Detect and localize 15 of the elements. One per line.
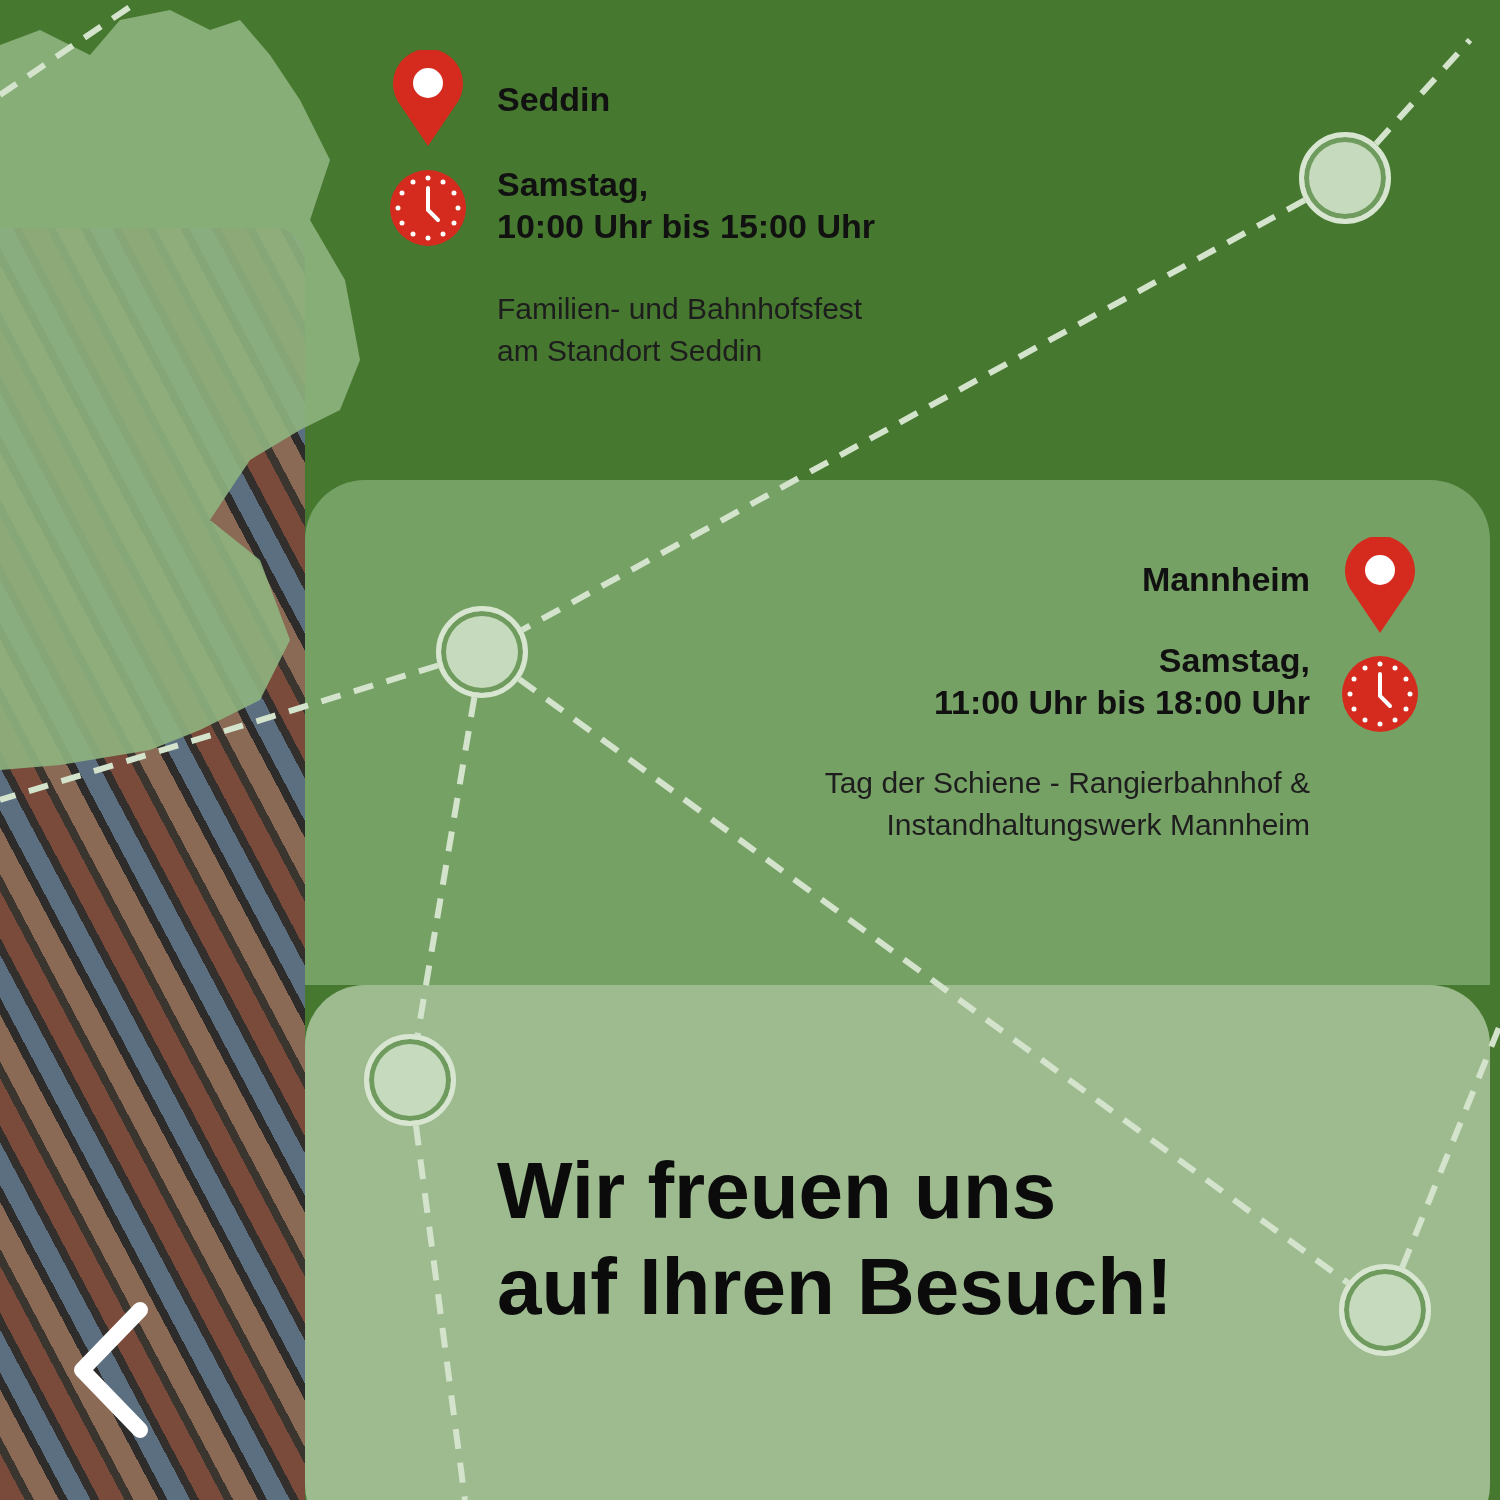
info-panel — [305, 985, 1490, 1500]
event-time: Samstag, 10:00 Uhr bis 15:00 Uhr — [497, 163, 875, 247]
event-time: Samstag, 11:00 Uhr bis 18:00 Uhr — [933, 639, 1310, 723]
event-description: Tag der Schiene - Rangierbahnhof & Instandhaltungswerk Mannheim — [823, 764, 1310, 843]
dashed-route-line — [0, 662, 439, 803]
info-panel — [305, 480, 1490, 985]
dashed-route-line — [517, 676, 1350, 1286]
dashed-route-line — [520, 197, 1307, 633]
location-heading: Mannheim — [1141, 559, 1310, 600]
location-heading: Seddin — [497, 79, 611, 120]
dashed-route-line — [413, 1125, 468, 1500]
event-description: Familien- und Bahnhofsfest am Standort Seddin — [497, 290, 864, 369]
closing-headline: Wir freuen uns auf Ihren Besuch! — [497, 1145, 1174, 1333]
dashed-route-line — [1373, 38, 1473, 146]
dashed-route-line — [414, 696, 478, 1036]
